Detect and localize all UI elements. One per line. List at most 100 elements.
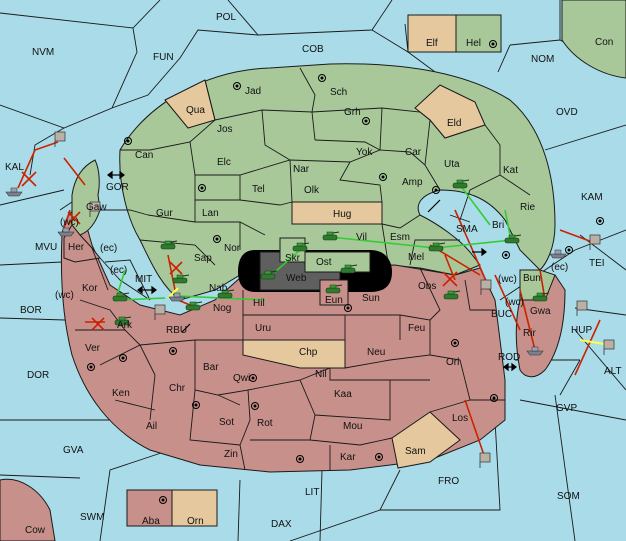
gray-flag-ship-icon[interactable] — [576, 300, 588, 316]
label-sap: Sap — [194, 253, 212, 264]
green-tank-icon[interactable] — [112, 292, 130, 302]
gray-flag-ship-icon[interactable] — [589, 234, 601, 250]
circle-dot-icon — [451, 339, 459, 347]
gray-flag-ship-icon[interactable] — [54, 131, 66, 147]
label-lit: LIT — [305, 487, 319, 498]
coast-tag: (wc) — [60, 217, 79, 228]
coast-tag: (ec) — [551, 262, 568, 273]
green-tank-icon[interactable] — [322, 231, 340, 241]
coast-tag: (ec) — [110, 265, 127, 276]
green-tank-icon[interactable] — [452, 179, 470, 189]
green-tank-icon[interactable] — [504, 234, 522, 244]
province-borders-south — [75, 247, 505, 471]
label-chp: Chp — [299, 347, 318, 358]
label-los: Los — [452, 413, 468, 424]
circle-dot-icon — [502, 251, 510, 259]
green-tank-icon[interactable] — [217, 289, 235, 299]
coast-tag: (wc) — [55, 290, 74, 301]
circle-dot-icon — [124, 137, 132, 145]
label-olk: Olk — [304, 185, 320, 196]
label-can: Can — [135, 150, 153, 161]
label-dor: DOR — [27, 370, 49, 381]
label-alt: ALT — [604, 366, 622, 377]
province-borders — [100, 67, 531, 266]
label-pol: POL — [216, 12, 236, 23]
region-sam — [391, 411, 461, 469]
green-tank-icon[interactable] — [185, 301, 203, 311]
sea-labels: POL NVM FUN COB NOM Con OVD KAM TEI KAL … — [5, 12, 622, 536]
label-nil: Nil — [315, 369, 327, 380]
failed-order-marks — [21, 171, 458, 331]
label-elf: Elf — [426, 38, 438, 49]
label-kam: KAM — [581, 192, 603, 203]
circle-dot-icon — [233, 82, 241, 90]
circle-dot-icon — [490, 394, 498, 402]
gray-flag-ship-icon[interactable] — [603, 339, 615, 355]
gray-flag-ship-icon[interactable] — [480, 279, 492, 295]
label-mit: MIT — [135, 274, 152, 285]
label-ail: Ail — [146, 421, 157, 432]
label-cow: Cow — [25, 525, 46, 536]
gray-ship-icon[interactable] — [57, 227, 75, 237]
label-ovd: OVD — [556, 107, 578, 118]
green-tank-icon[interactable] — [172, 274, 190, 284]
gray-ship-icon[interactable] — [5, 187, 23, 197]
gray-flag-ship-icon[interactable] — [154, 304, 166, 320]
label-gva: GVA — [63, 445, 84, 456]
peninsula-gaw — [71, 159, 101, 236]
circle-dot-icon — [318, 74, 326, 82]
green-tank-icon[interactable] — [532, 292, 550, 302]
circle-dot-icon — [251, 402, 259, 410]
label-gwa: Gwa — [530, 306, 551, 317]
label-gur: Gur — [156, 208, 173, 219]
label-hil: Hil — [253, 298, 265, 309]
green-tank-icon[interactable] — [260, 270, 278, 280]
coast-tag: (ec) — [100, 243, 117, 254]
green-tank-icon[interactable] — [340, 264, 358, 274]
label-mel: Mel — [408, 252, 424, 263]
label-uru: Uru — [255, 323, 271, 334]
label-dax: DAX — [271, 519, 292, 530]
land-labels: Elf Hel Jad Sch Qua Jos Grh Eld Can Elc … — [68, 38, 592, 527]
green-tank-icon[interactable] — [114, 316, 132, 326]
label-gvp: GVP — [556, 403, 577, 414]
label-car: Car — [405, 147, 422, 158]
label-mvu: MVU — [35, 242, 57, 253]
label-sam: Sam — [405, 446, 426, 457]
green-tank-icon[interactable] — [428, 242, 446, 252]
label-her: Her — [68, 242, 85, 253]
label-kaa: Kaa — [334, 389, 352, 400]
gray-flag-ship-icon[interactable] — [479, 452, 491, 468]
supply-centers — [87, 40, 604, 504]
gray-ship-icon[interactable] — [168, 292, 186, 302]
label-lan: Lan — [202, 208, 219, 219]
green-tank-icon[interactable] — [160, 240, 178, 250]
green-tank-icon[interactable] — [292, 242, 310, 252]
region-chp — [242, 339, 346, 369]
gray-ship-icon[interactable] — [549, 249, 567, 259]
circle-dot-icon — [432, 186, 440, 194]
peninsula-her — [63, 224, 101, 263]
label-ken: Ken — [112, 388, 130, 399]
label-ark: Ark — [117, 320, 133, 331]
gray-ship-icon[interactable] — [526, 346, 544, 356]
label-nor: Nor — [224, 243, 241, 254]
label-yok: Yok — [356, 147, 373, 158]
label-grh: Grh — [344, 107, 361, 118]
circle-dot-icon — [87, 363, 95, 371]
units-layer — [5, 131, 615, 468]
label-hug: Hug — [333, 209, 351, 220]
label-gor: GOR — [106, 182, 129, 193]
circle-dot-icon — [169, 347, 177, 355]
label-uta: Uta — [444, 159, 460, 170]
green-tank-icon[interactable] — [325, 284, 343, 294]
circle-dot-icon — [344, 304, 352, 312]
gray-flag-ship-icon[interactable] — [89, 201, 101, 217]
label-buc: BUC — [491, 309, 512, 320]
label-nab: Nab — [209, 283, 228, 294]
label-bri: Bri — [492, 220, 504, 231]
green-tank-icon[interactable] — [443, 290, 461, 300]
label-amp: Amp — [402, 177, 423, 188]
